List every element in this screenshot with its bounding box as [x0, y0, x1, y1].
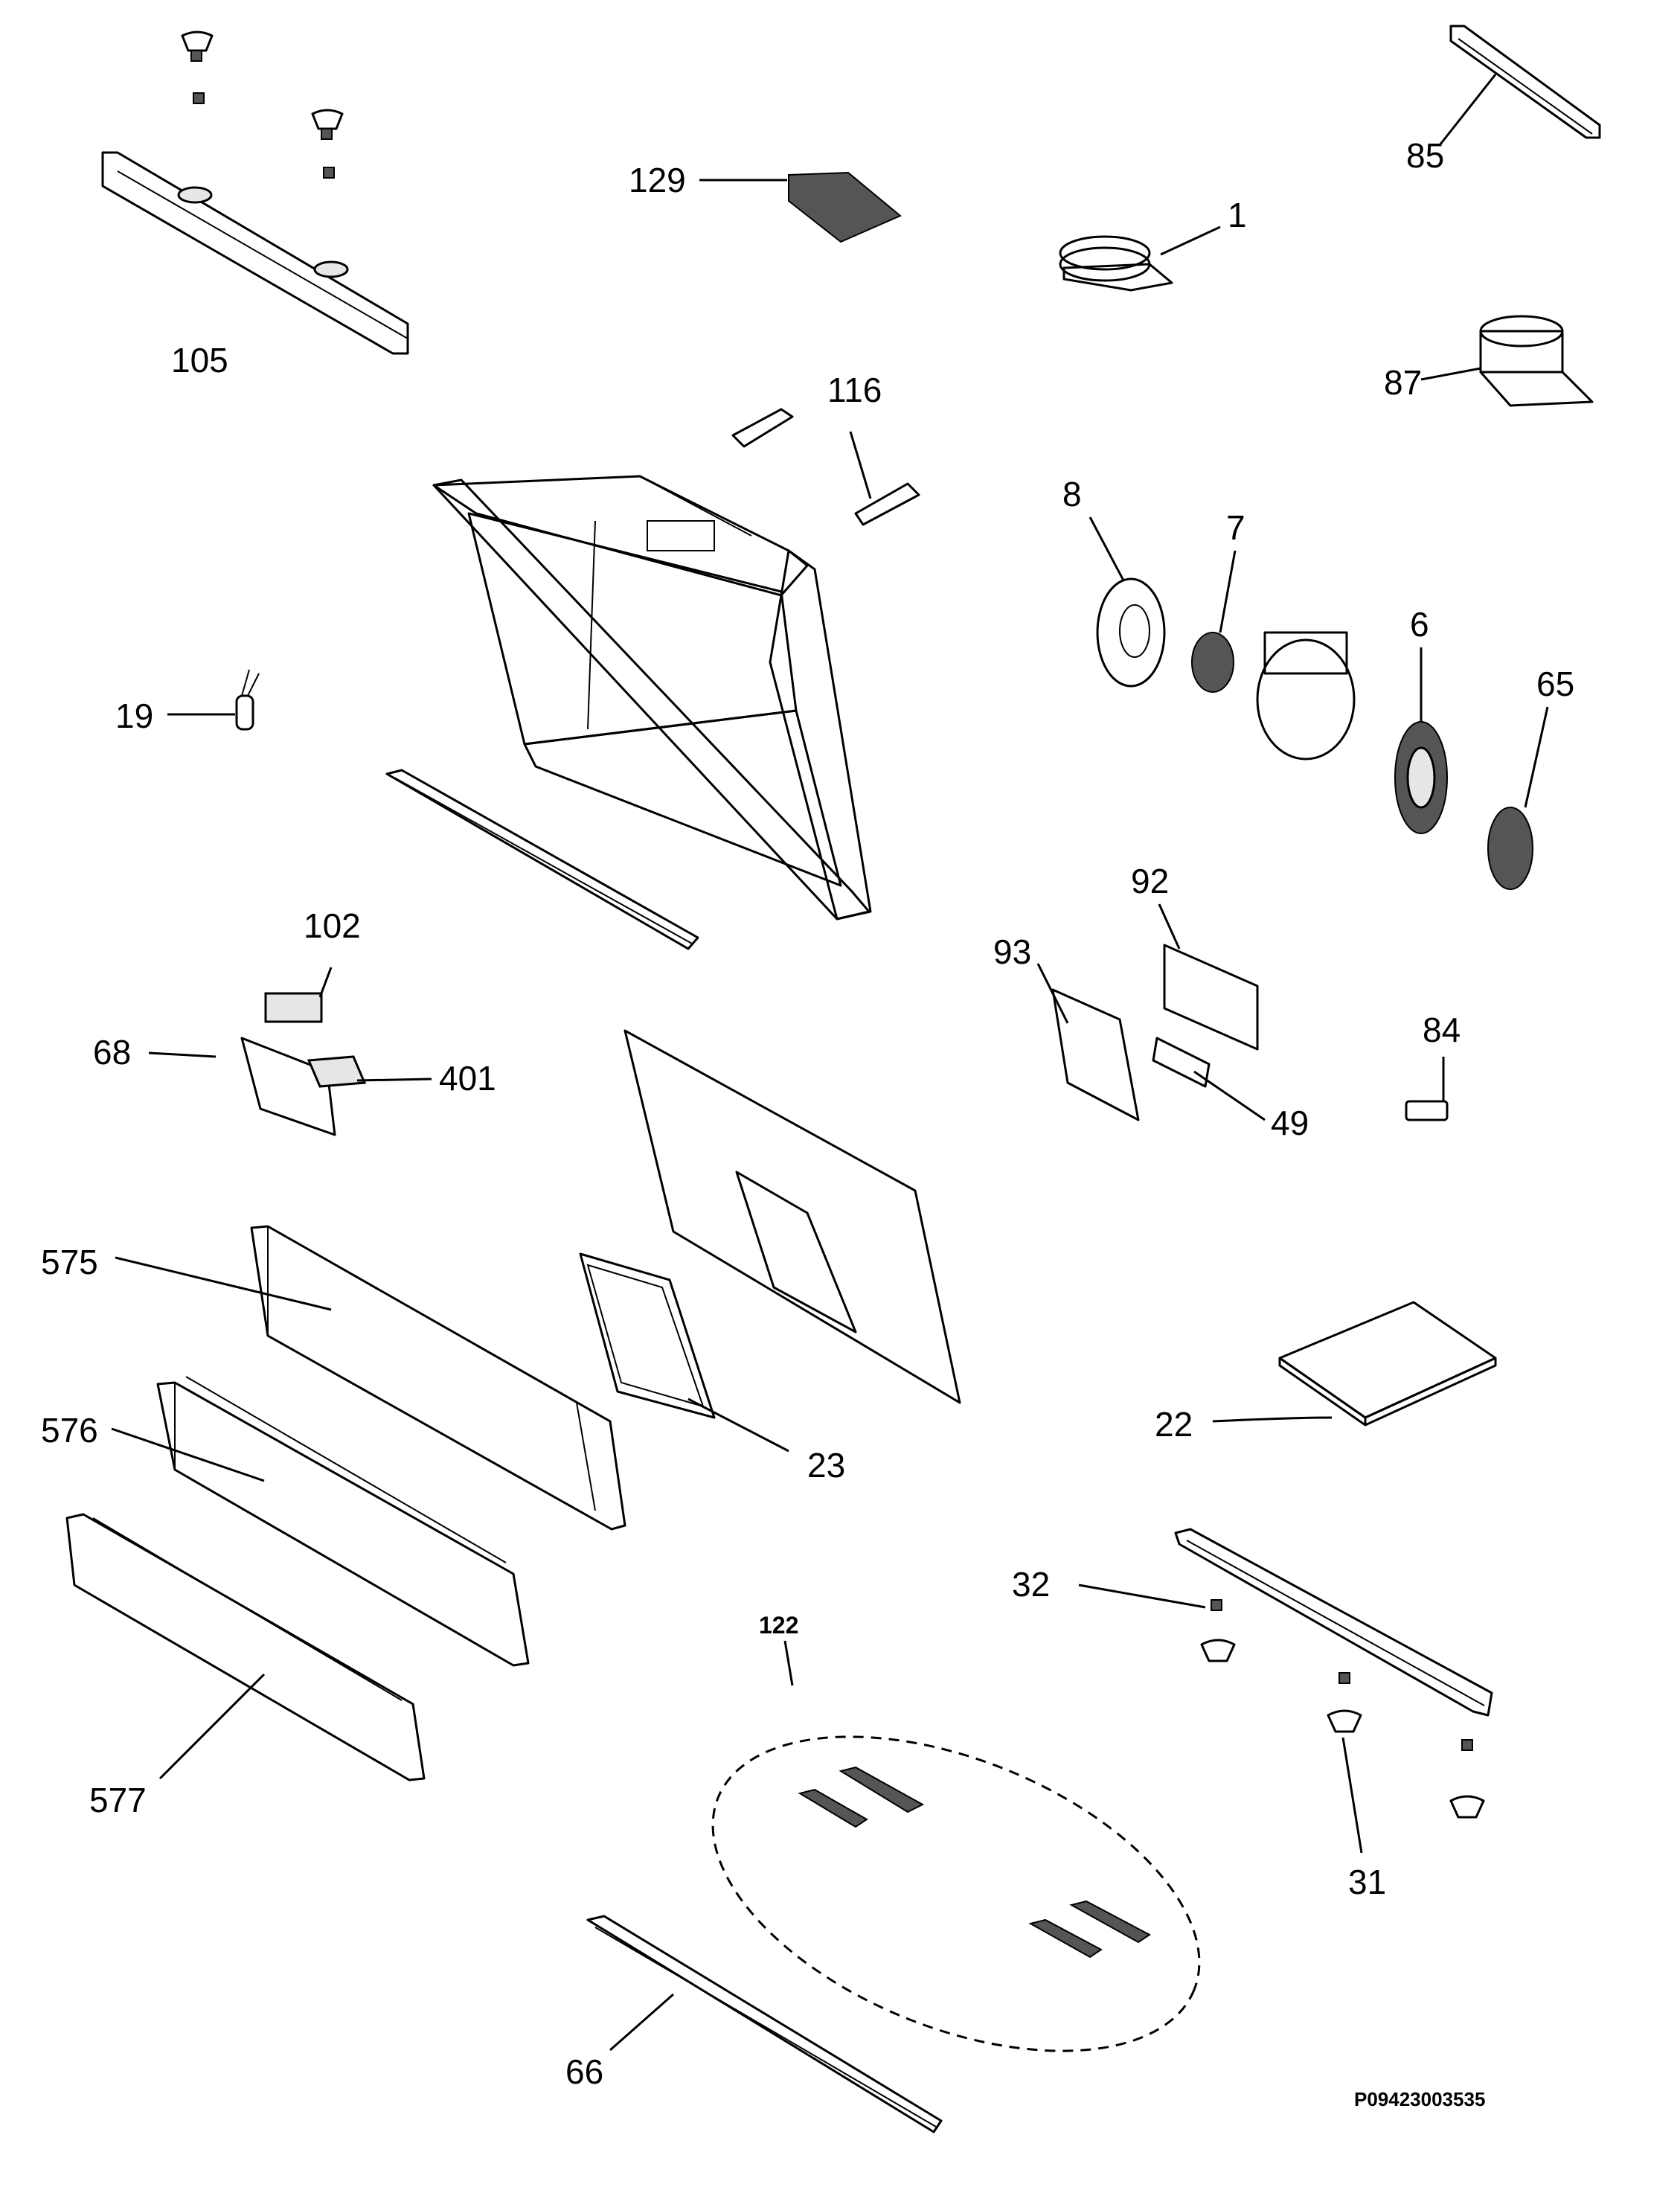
- label-68: 68: [93, 1033, 131, 1072]
- motor-assembly: [1089, 516, 1549, 890]
- main-hood-frame: [385, 475, 872, 950]
- label-129: 129: [629, 161, 686, 199]
- label-85: 85: [1406, 136, 1444, 175]
- part-labels: 105 129 1 85 87 116 8 7 6 65 19 92 93 49…: [41, 136, 1574, 2110]
- back-panel: [623, 1029, 961, 1404]
- label-576: 576: [41, 1411, 98, 1450]
- label-92: 92: [1131, 862, 1169, 900]
- label-65: 65: [1536, 665, 1574, 703]
- electronics-boards: [1036, 903, 1266, 1121]
- label-1: 1: [1228, 196, 1247, 234]
- rear-lamp-rail: [1078, 1528, 1493, 1854]
- part-116-brackets: [731, 408, 920, 526]
- label-575: 575: [41, 1243, 98, 1281]
- part-87-valve: [1420, 315, 1594, 407]
- part-122-group: [711, 1640, 1201, 2052]
- label-116: 116: [827, 371, 882, 409]
- label-8: 8: [1062, 475, 1082, 513]
- label-66: 66: [565, 2052, 603, 2091]
- part-105-top-rail: [101, 31, 409, 355]
- part-22-panel: [1212, 1301, 1497, 1427]
- part-66-bottom-rail: [586, 1915, 943, 2133]
- label-22: 22: [1155, 1405, 1193, 1444]
- label-401: 401: [439, 1059, 496, 1098]
- label-6: 6: [1410, 605, 1429, 644]
- label-87: 87: [1384, 363, 1422, 402]
- part-85-bracket: [1438, 25, 1601, 146]
- label-31: 31: [1348, 1863, 1386, 1901]
- label-93: 93: [993, 932, 1031, 971]
- label-23: 23: [807, 1446, 845, 1485]
- control-group-102-68-401: [148, 967, 432, 1136]
- part-19-capacitor: [167, 669, 260, 731]
- label-49: 49: [1271, 1104, 1309, 1142]
- label-577: 577: [89, 1781, 147, 1819]
- label-7: 7: [1226, 508, 1245, 547]
- part-84: [1405, 1057, 1449, 1121]
- label-84: 84: [1423, 1011, 1461, 1049]
- label-102: 102: [304, 906, 361, 945]
- part-23-filter: [579, 1252, 789, 1453]
- part-129-grill: [699, 171, 902, 243]
- part-1-collar: [1059, 225, 1221, 292]
- label-122: 122: [759, 1612, 798, 1639]
- label-105: 105: [171, 341, 228, 380]
- label-32: 32: [1012, 1565, 1050, 1604]
- front-panels: [65, 1225, 626, 1781]
- label-19: 19: [115, 697, 153, 735]
- drawing-code: P09423003535: [1354, 2088, 1485, 2110]
